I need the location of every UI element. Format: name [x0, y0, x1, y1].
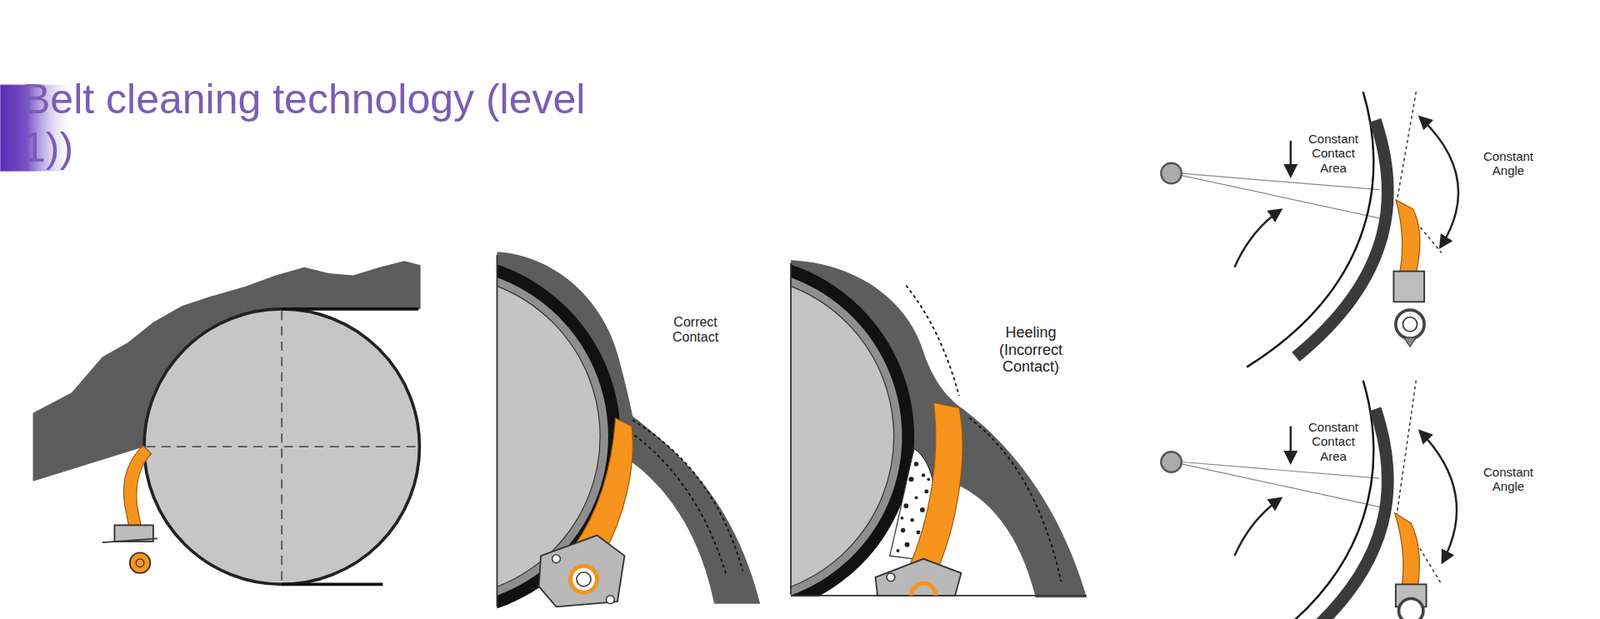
pivot-shaft [130, 552, 150, 573]
pulley-lagging [790, 267, 902, 597]
section-edge [790, 263, 792, 595]
pivot-shaft [1402, 317, 1417, 332]
pivot-shaft [576, 572, 591, 587]
angle-arrow [1420, 117, 1459, 247]
correct-contact-figure [257, 251, 760, 618]
tensioner-housing [539, 535, 625, 608]
annotation-label: Constant Angle [1483, 149, 1534, 179]
pivot-point [1160, 451, 1181, 472]
constant-angle-figure [1160, 91, 1459, 619]
radius-line [1181, 175, 1380, 219]
tangent-line [1396, 380, 1416, 516]
heeling-figure [550, 255, 1087, 619]
contact-label: Heeling (Incorrect Contact) [999, 324, 1063, 376]
tangent-line [1396, 91, 1416, 202]
flow-line [969, 418, 1061, 582]
pivot-shaft [1395, 310, 1425, 339]
pivot-point [1160, 163, 1181, 184]
pointer-arrow [1290, 426, 1292, 463]
bolt-hole [605, 595, 615, 605]
head-pulley [144, 309, 420, 585]
pivot-shaft [1399, 599, 1424, 619]
center-line [145, 445, 420, 448]
annotation-label: Constant Contact Area [1308, 131, 1359, 175]
annotation-label: Constant Contact Area [1308, 420, 1359, 464]
pivot-shaft [570, 565, 598, 593]
belt-line [281, 583, 383, 587]
section-edge [496, 255, 499, 607]
radius-line [1181, 464, 1380, 507]
blade-holder [1393, 271, 1425, 303]
slide-title: Belt cleaning technology (level 1)) [22, 75, 590, 172]
tensioner-housing [875, 559, 962, 596]
cleaner-blade [123, 445, 151, 527]
mount-bar [102, 538, 158, 543]
cleaner-blade [1395, 513, 1420, 587]
center-line [280, 310, 283, 583]
bolt-hole [552, 555, 561, 564]
belt-line [281, 307, 419, 311]
head-pulley [790, 275, 895, 597]
contact-label: Correct Contact [672, 315, 719, 346]
belt [1295, 409, 1389, 619]
rotation-arrow [1234, 210, 1280, 268]
drum-figure [33, 260, 421, 585]
cleaner-blade [1395, 200, 1420, 274]
annotation-label: Constant Angle [1483, 465, 1534, 495]
pivot-shaft [910, 583, 935, 596]
bolt-hole [886, 573, 895, 582]
pointer [1404, 337, 1417, 347]
angle-arrow [1420, 431, 1457, 563]
flow-line [624, 428, 726, 576]
pivot-shaft [135, 559, 145, 568]
cleaner-blade [573, 418, 633, 554]
rotation-arrow [1234, 499, 1280, 557]
belt-line [1246, 91, 1374, 367]
pointer-arrow [1290, 140, 1292, 176]
flow-line [905, 285, 960, 396]
flow-line [632, 420, 743, 571]
belt [1295, 120, 1389, 357]
cleaner-blade [909, 403, 963, 572]
